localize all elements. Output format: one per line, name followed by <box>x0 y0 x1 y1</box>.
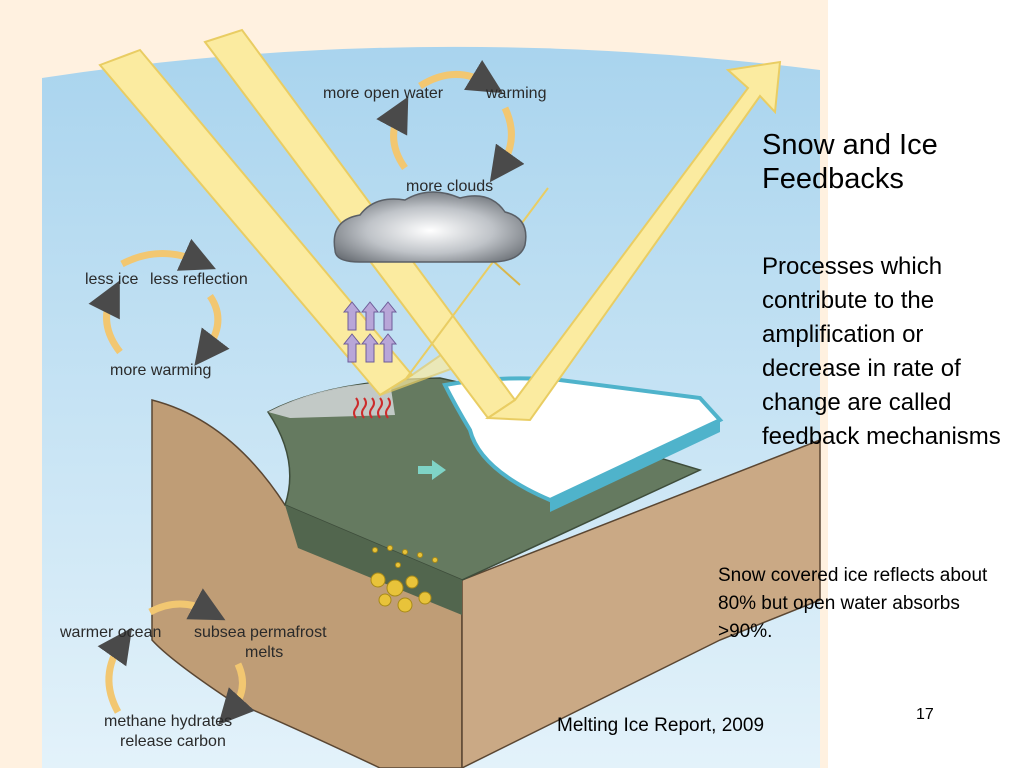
heat-arrows <box>342 301 398 363</box>
cycle-arrows <box>88 59 525 725</box>
sunbeam-reflected <box>484 60 782 422</box>
cloud <box>333 191 527 263</box>
label-warmer-ocean: warmer ocean <box>59 624 161 641</box>
slide-number: 17 <box>916 706 934 723</box>
slide-subtitle: Processes which contribute to the amplif… <box>762 253 1001 450</box>
ocean-front <box>285 505 462 615</box>
label-more-warming: more warming <box>110 362 211 379</box>
label-more-clouds: more clouds <box>406 178 493 195</box>
ground-front <box>151 399 463 768</box>
ice-edge <box>550 420 720 512</box>
label-subsea-permafrost: subsea permafrost <box>194 624 327 641</box>
reflection-note: Snow covered ice reflects about 80% but … <box>718 565 988 642</box>
label-methane-hydrates: methane hydrates <box>104 713 232 730</box>
ground-right <box>461 438 821 768</box>
source-citation: Melting Ice Report, 2009 <box>557 715 765 736</box>
label-more-open-water: more open water <box>323 85 444 102</box>
label-warming: warming <box>485 85 546 102</box>
warm-water-waves <box>353 397 391 419</box>
methane-hydrates <box>370 545 438 613</box>
label-less-ice: less ice <box>85 271 138 288</box>
ocean-current-arrow <box>418 460 446 480</box>
label-melts: melts <box>245 644 283 661</box>
feedback-diagram: more open water warming more clouds less… <box>42 28 821 768</box>
thin-reflection <box>404 187 549 381</box>
label-release-carbon: release carbon <box>120 733 226 750</box>
label-less-reflection: less reflection <box>150 271 248 288</box>
slide-title: Snow and Ice Feedbacks <box>762 129 938 195</box>
thin-reflection-cloud <box>491 259 521 286</box>
